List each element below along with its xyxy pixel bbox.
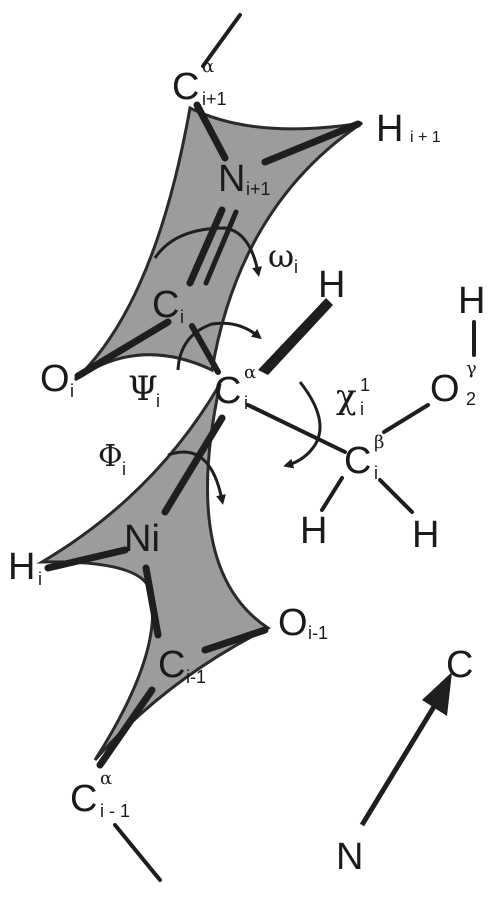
atom-ca-i-label: C α i: [214, 362, 257, 413]
atom-o-i-label: O i: [40, 358, 74, 401]
phi-rotation-arrow: [167, 450, 226, 505]
atom-n-i-label: Ni: [124, 518, 160, 560]
atom-h-top-label: H: [318, 264, 346, 306]
bond-ca-i-cb: [246, 403, 347, 454]
atom-o-gamma-label: O γ 2: [430, 358, 477, 410]
bond-c-prev-ca-prev: [96, 686, 156, 769]
omega-angle-label: ω i: [268, 237, 298, 277]
psi-angle-label: Ψ i: [128, 369, 160, 411]
bond-cb-h-left: [320, 476, 344, 512]
bond-ca-next-n-next: [193, 101, 229, 162]
atom-cb-label: C β i: [344, 432, 385, 483]
atom-h-cb-left-label: H: [300, 510, 328, 552]
atom-c-i-label: C i: [152, 284, 184, 327]
psi-rotation-arrow: [176, 321, 262, 371]
atom-ca-prev-label: C α i - 1: [70, 768, 131, 821]
atom-h-hydroxyl-label: H: [458, 280, 486, 322]
bond-n-next-c-i: [186, 206, 226, 287]
bond-cb-h-right: [378, 478, 414, 514]
phi-angle-label: Φ i: [98, 439, 126, 479]
bond-n-i-h-i: [44, 546, 129, 572]
wedge-bond-ca-h: [258, 298, 333, 375]
atom-n-next-label: N i+1: [218, 158, 271, 200]
chain-direction-arrowhead: [422, 672, 452, 716]
upper-peptide-plane: [73, 105, 363, 382]
bond-n-i-c-prev: [142, 564, 162, 639]
direction-c-label: C: [446, 644, 474, 686]
bond-c-i-o-i: [74, 318, 172, 380]
chi-angle-label: χ 1 i: [336, 375, 371, 419]
bond-ca-next-tail: [201, 13, 242, 68]
bond-n-next-h-next: [261, 120, 362, 166]
bond-ca-i-n-i: [161, 414, 226, 516]
atom-h-next-label: H i + 1: [376, 108, 441, 150]
atom-c-prev-label: C i-1: [158, 644, 207, 687]
bond-cb-o-gamma: [382, 403, 430, 434]
lower-peptide-plane: [36, 383, 271, 761]
direction-n-label: N: [336, 836, 364, 878]
atom-h-cb-right-label: H: [412, 514, 440, 556]
omega-rotation-arrow: [153, 226, 262, 277]
bond-c-prev-o-prev: [201, 626, 269, 654]
atom-ca-next-label: C α i+1: [172, 56, 227, 109]
bond-ca-prev-tail: [113, 823, 162, 882]
chi-rotation-arrow: [283, 381, 322, 469]
chain-direction-arrow: [359, 695, 441, 827]
atom-o-prev-label: O i-1: [278, 602, 329, 644]
bond-n-next-c-i-inner: [203, 209, 239, 286]
atom-h-i-label: H i: [8, 546, 42, 589]
